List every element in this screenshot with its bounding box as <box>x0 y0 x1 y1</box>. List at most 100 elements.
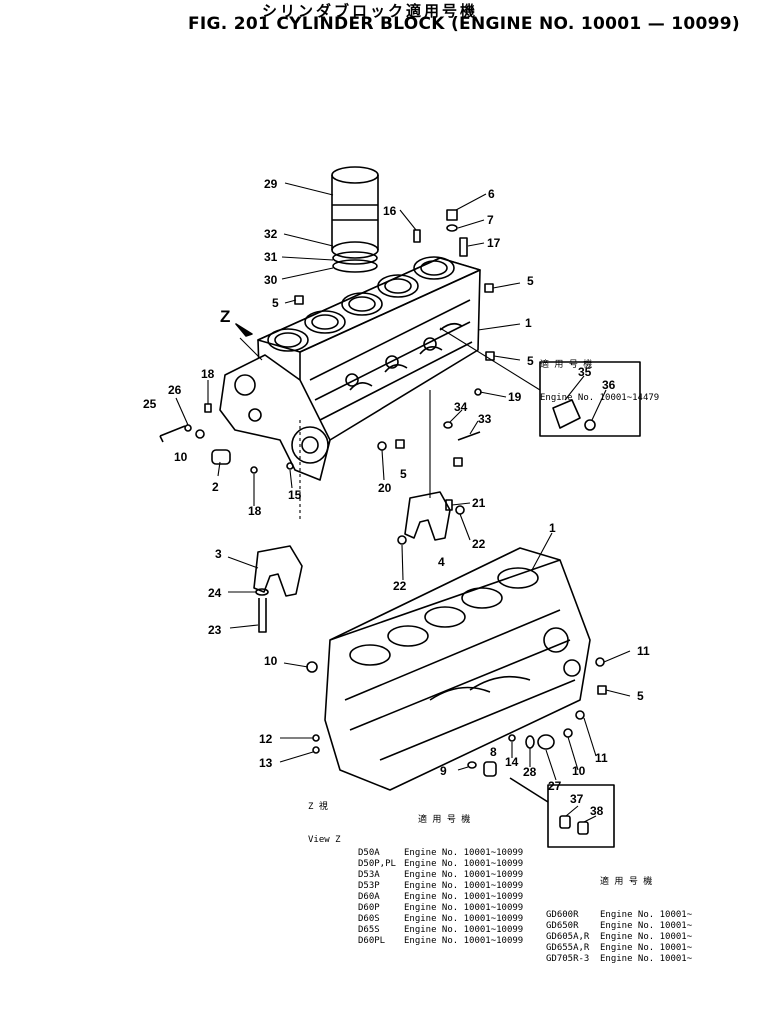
callout-38: 38 <box>590 804 604 818</box>
callout-31: 31 <box>264 250 278 264</box>
engine-cell: Engine No. 10001~ <box>600 921 693 931</box>
plug-8 <box>483 761 497 777</box>
bolt-5e <box>453 457 463 467</box>
bolt-5d <box>395 439 405 449</box>
plug-10 <box>195 429 205 439</box>
callout-1: 1 <box>549 521 556 535</box>
plug-6 <box>446 209 458 221</box>
model-cell: GD705R-3 <box>546 954 590 964</box>
callout-26: 26 <box>168 383 182 397</box>
callout-21: 21 <box>472 496 486 510</box>
engine-cell: Engine No. 10001~10099 <box>404 892 524 902</box>
inset-box-1-label: 適 用 号 機 Engine No. 10001~14479 <box>540 338 659 426</box>
callout-14: 14 <box>505 755 519 769</box>
pin-11a <box>595 657 605 667</box>
callout-5: 5 <box>637 689 644 703</box>
callout-10: 10 <box>572 764 586 778</box>
table-row: D60A Engine No. 10001~10099 <box>358 892 523 903</box>
callout-18: 18 <box>201 367 215 381</box>
callout-34: 34 <box>454 400 468 414</box>
pin-16 <box>413 229 421 243</box>
model-cell: D53P <box>358 881 380 891</box>
view-arrow <box>235 323 253 337</box>
callout-36: 36 <box>602 378 616 392</box>
model-cell: D60S <box>358 914 380 924</box>
callout-5: 5 <box>527 354 534 368</box>
callout-9: 9 <box>440 764 447 778</box>
model-cell: GD600R <box>546 910 579 920</box>
plug-10-lower <box>306 661 318 673</box>
engine-cell: Engine No. 10001~10099 <box>404 859 524 869</box>
bolt-22b <box>397 535 407 545</box>
callout-27: 27 <box>548 779 562 793</box>
engine-cell: Engine No. 10001~10099 <box>404 848 524 858</box>
bolt-36 <box>584 419 596 431</box>
engine-cell: Engine No. 10001~10099 <box>404 903 524 913</box>
rod-part <box>509 777 549 803</box>
model-cell: D50A <box>358 848 380 858</box>
callout-35: 35 <box>578 365 592 379</box>
plug-37 <box>559 815 571 829</box>
plug-2 <box>211 449 231 465</box>
cylinder-liner <box>331 166 379 259</box>
table-row: D50A Engine No. 10001~10099 <box>358 848 523 859</box>
inset-box-2 <box>547 784 615 848</box>
view-z-note: Z 視 View Z <box>308 780 341 868</box>
engine-cell: Engine No. 10001~10099 <box>404 936 524 946</box>
inset-box-1 <box>539 361 641 437</box>
callout-19: 19 <box>508 390 522 404</box>
bolt-5a <box>294 295 304 305</box>
pin-12 <box>312 734 320 742</box>
callout-6: 6 <box>488 187 495 201</box>
callout-22: 22 <box>472 537 486 551</box>
callout-17: 17 <box>487 236 501 250</box>
plug-38 <box>577 821 589 835</box>
model-cell: D53A <box>358 870 380 880</box>
table-row: D60PL Engine No. 10001~10099 <box>358 936 523 947</box>
washer-34 <box>443 421 453 429</box>
washer-9 <box>467 761 477 769</box>
model-cell: D60A <box>358 892 380 902</box>
callout-5: 5 <box>272 296 279 310</box>
callout-13: 13 <box>259 756 273 770</box>
model-cell: D60P <box>358 903 380 913</box>
plug-27 <box>537 734 555 750</box>
bolt-22a <box>455 505 465 515</box>
callout-12: 12 <box>259 732 273 746</box>
washer-26 <box>184 424 192 432</box>
cylinder-block-upper <box>219 256 481 481</box>
callout-10: 10 <box>264 654 278 668</box>
callout-2: 2 <box>212 480 219 494</box>
plug-20 <box>377 441 387 451</box>
callout-37: 37 <box>570 792 584 806</box>
callout-11: 11 <box>637 644 650 658</box>
table-row: D53A Engine No. 10001~10099 <box>358 870 523 881</box>
callout-8: 8 <box>490 745 497 759</box>
callout-24: 24 <box>208 586 222 600</box>
bolt-5b <box>484 283 494 293</box>
callout-labels: 29 6 16 7 17 32 31 30 5 5 1 5 26 18 25 1… <box>143 177 650 818</box>
model-cell: D60PL <box>358 936 386 946</box>
plate-35 <box>552 399 581 429</box>
view-z-note-en: View Z <box>308 835 341 845</box>
callout-1: 1 <box>525 316 532 330</box>
engine-cell: Engine No. 10001~ <box>600 943 693 953</box>
pin-13 <box>312 746 320 754</box>
engine-cell: Engine No. 10001~10099 <box>404 925 524 935</box>
gd-table-header: 適 用 号 機 <box>600 877 653 887</box>
engine-cell: Engine No. 10001~10099 <box>404 870 524 880</box>
pin-17 <box>459 237 468 257</box>
callout-33: 33 <box>478 412 492 426</box>
callout-29: 29 <box>264 177 278 191</box>
callout-25: 25 <box>143 397 157 411</box>
plug-10-lower-b <box>563 728 573 738</box>
